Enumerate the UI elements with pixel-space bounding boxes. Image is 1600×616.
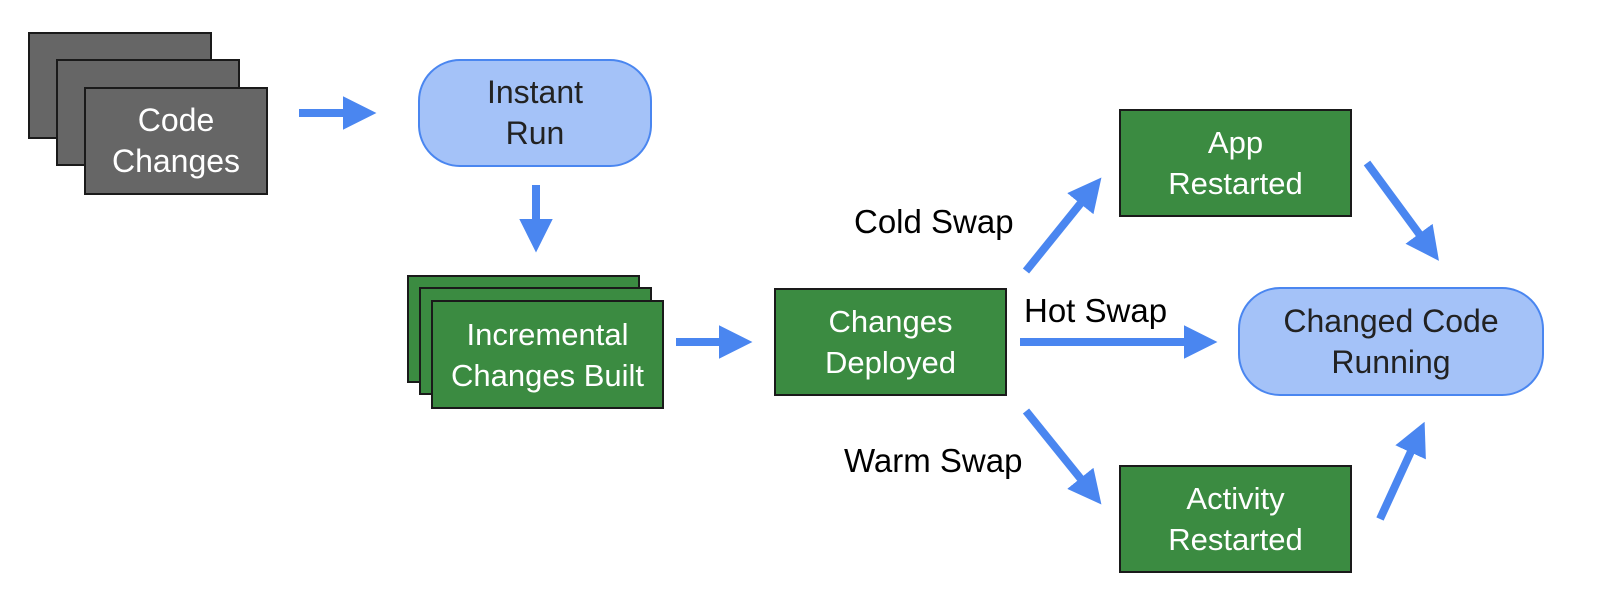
- arrow-app-restarted-to-running: [1363, 160, 1439, 261]
- arrow-warm-swap: [1022, 408, 1102, 505]
- arrow-activity-restarted-to-running: [1376, 421, 1426, 521]
- incremental-changes-built-node: Incremental Changes Built: [431, 300, 664, 409]
- hot-swap-label: Hot Swap: [1024, 292, 1168, 329]
- warm-swap-label: Warm Swap: [844, 442, 1023, 479]
- changes-deployed-node: Changes Deployed: [774, 288, 1007, 396]
- app-restarted-node: App Restarted: [1119, 109, 1352, 217]
- code-changes-node: Code Changes: [84, 87, 268, 195]
- activity-restarted-node: Activity Restarted: [1119, 465, 1352, 573]
- arrow-cold-swap: [1022, 177, 1102, 274]
- instant-run-node: Instant Run: [418, 59, 652, 167]
- cold-swap-label: Cold Swap: [854, 203, 1014, 240]
- changed-code-running-node: Changed Code Running: [1238, 287, 1544, 396]
